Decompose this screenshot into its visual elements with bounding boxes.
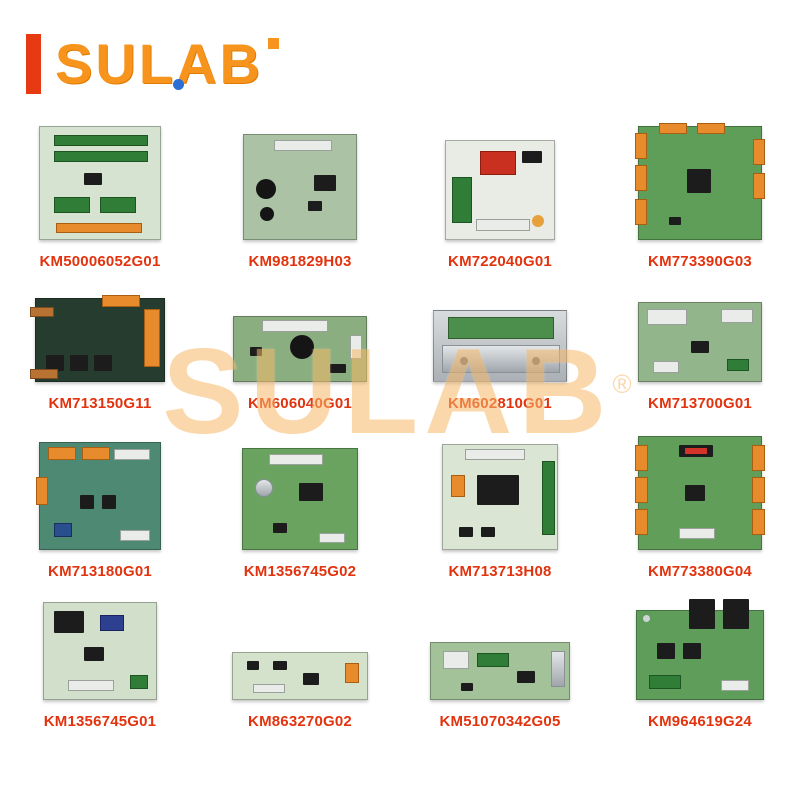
logo-wordmark: SULAB xyxy=(55,32,263,95)
product-photo xyxy=(232,652,368,700)
product-photo xyxy=(636,599,764,700)
product-part-number: KM602810G01 xyxy=(448,395,552,412)
product-row-4: KM1356745G01 KM863270G02 KM51070342G05 xyxy=(0,580,800,730)
product-photo xyxy=(43,602,157,700)
logo-blue-dot-icon xyxy=(173,79,184,90)
product-tile: KM50006052G01 xyxy=(0,118,200,270)
product-row-1: KM50006052G01 KM981829H03 KM722040G01 xyxy=(0,118,800,270)
product-tile: KM722040G01 xyxy=(400,118,600,270)
product-photo xyxy=(445,140,555,240)
product-part-number: KM50006052G01 xyxy=(39,253,161,270)
product-part-number: KM863270G02 xyxy=(248,713,352,730)
product-photo xyxy=(243,134,357,240)
product-part-number: KM713180G01 xyxy=(48,563,152,580)
product-photo xyxy=(635,436,765,550)
product-tile: KM713180G01 xyxy=(0,412,200,580)
product-part-number: KM1356745G01 xyxy=(43,713,157,730)
product-row-2: KM713150G11 KM606040G01 KM602810G01 xyxy=(0,270,800,412)
product-tile: KM981829H03 xyxy=(200,118,400,270)
product-part-number: KM1356745G02 xyxy=(243,563,357,580)
product-part-number: KM713713H08 xyxy=(448,563,552,580)
product-part-number: KM713150G11 xyxy=(48,395,152,412)
product-grid: KM50006052G01 KM981829H03 KM722040G01 xyxy=(0,118,800,730)
product-tile: KM773380G04 xyxy=(600,412,800,580)
product-part-number: KM981829H03 xyxy=(248,253,352,270)
product-tile: KM713713H08 xyxy=(400,412,600,580)
product-photo xyxy=(433,310,567,382)
product-part-number: KM713700G01 xyxy=(648,395,752,412)
product-part-number: KM964619G24 xyxy=(648,713,752,730)
product-tile: KM713700G01 xyxy=(600,270,800,412)
product-part-number: KM51070342G05 xyxy=(439,713,561,730)
product-tile: KM773390G03 xyxy=(600,118,800,270)
product-tile: KM863270G02 xyxy=(200,580,400,730)
product-tile: KM713150G11 xyxy=(0,270,200,412)
product-tile: KM1356745G01 xyxy=(0,580,200,730)
product-tile: KM602810G01 xyxy=(400,270,600,412)
product-photo xyxy=(242,448,358,550)
brand-logo: SULAB xyxy=(26,32,279,96)
product-photo xyxy=(39,126,161,240)
product-part-number: KM722040G01 xyxy=(448,253,552,270)
logo-orange-square-icon xyxy=(267,38,279,49)
product-tile: KM51070342G05 xyxy=(400,580,600,730)
product-photo xyxy=(30,295,165,382)
logo-red-bar xyxy=(26,34,41,94)
product-tile: KM964619G24 xyxy=(600,580,800,730)
product-photo xyxy=(442,444,558,550)
product-row-3: KM713180G01 KM1356745G02 KM713713H08 xyxy=(0,412,800,580)
product-photo xyxy=(430,642,570,700)
product-tile: KM606040G01 xyxy=(200,270,400,412)
product-part-number: KM773390G03 xyxy=(648,253,752,270)
product-tile: KM1356745G02 xyxy=(200,412,400,580)
product-part-number: KM606040G01 xyxy=(248,395,352,412)
product-photo xyxy=(36,442,161,550)
product-photo xyxy=(638,302,762,382)
product-part-number: KM773380G04 xyxy=(648,563,752,580)
logo-text: SULAB xyxy=(55,36,279,92)
product-photo xyxy=(233,316,367,382)
product-photo xyxy=(635,123,765,240)
